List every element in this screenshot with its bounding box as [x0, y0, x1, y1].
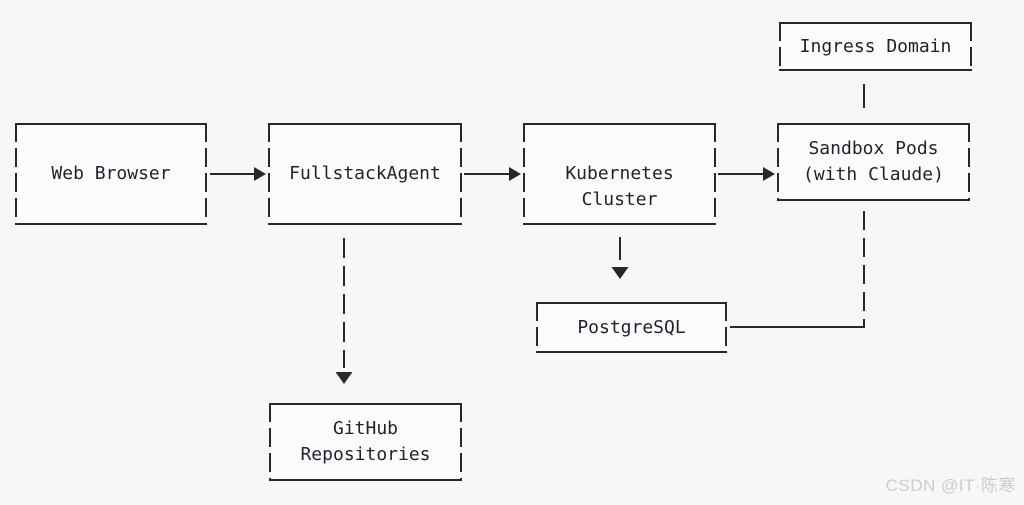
node-sandbox-pods: Sandbox Pods (with Claude): [777, 123, 970, 201]
node-github-repositories: GitHub Repositories: [269, 403, 462, 481]
node-fullstack-agent: FullstackAgent: [268, 123, 462, 225]
node-github-repositories-label-line1: GitHub: [332, 418, 399, 439]
edge-fullstack-agent-github: [335, 238, 353, 384]
node-github-repositories-label-line2: Repositories: [300, 444, 431, 465]
edge-web-browser-fullstack-agent: [210, 167, 266, 181]
edge-kubernetes-postgresql: [611, 237, 629, 279]
node-fullstack-agent-label: FullstackAgent: [289, 163, 441, 184]
node-sandbox-pods-label-line2: (with Claude): [803, 164, 944, 185]
node-sandbox-pods-label-line1: Sandbox Pods: [808, 138, 939, 159]
node-kubernetes-cluster: Kubernetes Cluster: [523, 123, 716, 225]
watermark: CSDN @IT·陈寒: [885, 476, 1016, 495]
node-web-browser: Web Browser: [15, 123, 207, 225]
node-kubernetes-cluster-label-line2: Cluster: [581, 189, 658, 210]
node-postgresql: PostgreSQL: [536, 302, 727, 353]
edge-sandbox-pods-postgresql: [730, 211, 865, 328]
edge-kubernetes-sandbox-pods: [718, 167, 775, 181]
node-ingress-domain: Ingress Domain: [779, 22, 972, 71]
node-ingress-domain-label: Ingress Domain: [799, 35, 952, 57]
node-kubernetes-cluster-label-line1: Kubernetes: [565, 163, 674, 184]
edge-fullstack-agent-kubernetes: [464, 167, 521, 181]
node-web-browser-label: Web Browser: [51, 163, 171, 184]
node-postgresql-label: PostgreSQL: [577, 316, 686, 338]
